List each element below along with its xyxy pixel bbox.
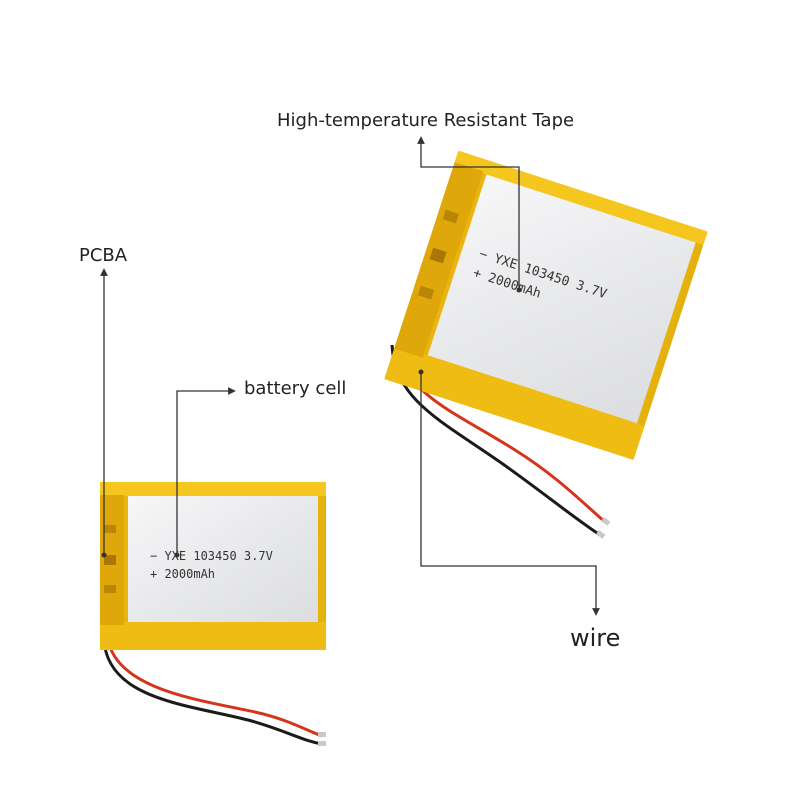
pcba-component-large-3: [417, 285, 435, 300]
pointer-tape: [417, 136, 520, 290]
wire-tip-large-2: [601, 517, 611, 526]
pointer-tape-dot: [516, 287, 522, 293]
label-wire: wire: [570, 624, 621, 652]
tape-bottom-edge-large: [384, 344, 645, 460]
pcba-component-large-2: [429, 247, 447, 264]
pointer-wire: [420, 372, 600, 616]
pointer-pcba-dot: [101, 552, 107, 558]
tape-top-edge-large: [454, 150, 708, 245]
label-pcba: PCBA: [79, 245, 128, 266]
wire-tip-small-1: [318, 732, 326, 737]
battery-small: − YXE 103450 3.7V + 2000mAh: [100, 482, 326, 746]
wire-black-small: [102, 639, 323, 746]
wire-red-small: [106, 639, 323, 738]
pointer-cell-dot: [174, 552, 180, 558]
wire-tip-small-2: [318, 741, 326, 746]
pointer-lines: [100, 136, 600, 616]
wire-tip-large-1: [596, 530, 606, 539]
pcba-component-large-1: [442, 209, 459, 224]
label-battery-cell: battery cell: [244, 378, 347, 399]
pointer-cell: [176, 387, 236, 555]
tape-top-edge-small: [100, 482, 326, 496]
cell-print-line1-small: − YXE 103450 3.7V: [150, 549, 273, 563]
pcba-component-small-1: [104, 525, 116, 533]
label-high-temperature-tape: High-temperature Resistant Tape: [277, 110, 575, 131]
tape-bottom-edge-small: [100, 622, 326, 650]
pcba-component-small-2: [104, 555, 116, 565]
battery-large: − YXE 103450 3.7V + 2000mAh: [384, 150, 708, 539]
cell-face-small: [128, 496, 318, 622]
pointer-wire-dot: [418, 369, 424, 375]
cell-face-large: [427, 174, 696, 424]
pcba-component-small-3: [104, 585, 116, 593]
cell-print-line2-small: + 2000mAh: [150, 567, 215, 581]
